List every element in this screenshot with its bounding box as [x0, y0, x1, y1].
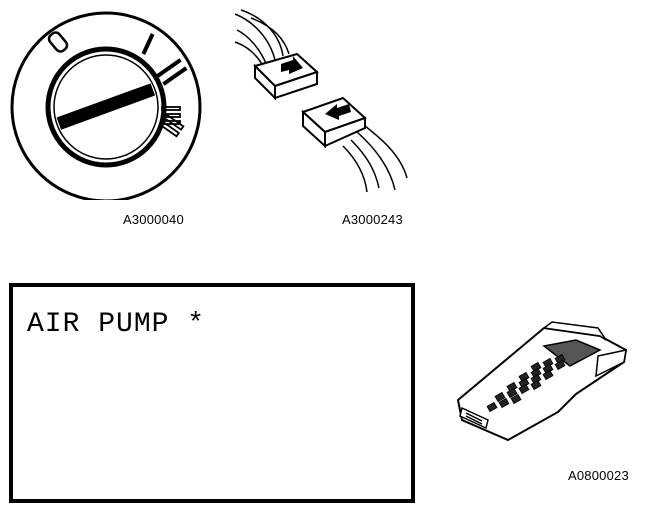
scan-tool-figure	[456, 321, 628, 442]
ignition-switch-figure	[10, 11, 202, 200]
ignition-position-I-mark	[141, 33, 155, 55]
ignition-switch-code: A3000040	[123, 212, 184, 227]
ignition-key-slot	[56, 83, 156, 130]
ignition-position-II-mark	[156, 58, 188, 86]
connector-figure	[234, 9, 408, 193]
scan-tool-port	[459, 406, 489, 430]
display-readout: AIR PUMP *	[27, 309, 206, 340]
scan-tool-cartridge	[542, 321, 607, 341]
connector-lower-arrow	[325, 104, 351, 120]
scan-tool-code: A0800023	[568, 468, 629, 483]
connector-code: A3000243	[342, 212, 403, 227]
ignition-position-IV-mark	[158, 113, 185, 138]
scan-tool-display-panel: AIR PUMP *	[9, 283, 415, 503]
connector-upper-arrow	[281, 56, 303, 74]
connector-lower-block	[301, 96, 367, 149]
scan-tool-keypad	[486, 353, 566, 413]
connector-upper-block	[253, 52, 319, 101]
ignition-position-0-mark	[47, 31, 69, 53]
